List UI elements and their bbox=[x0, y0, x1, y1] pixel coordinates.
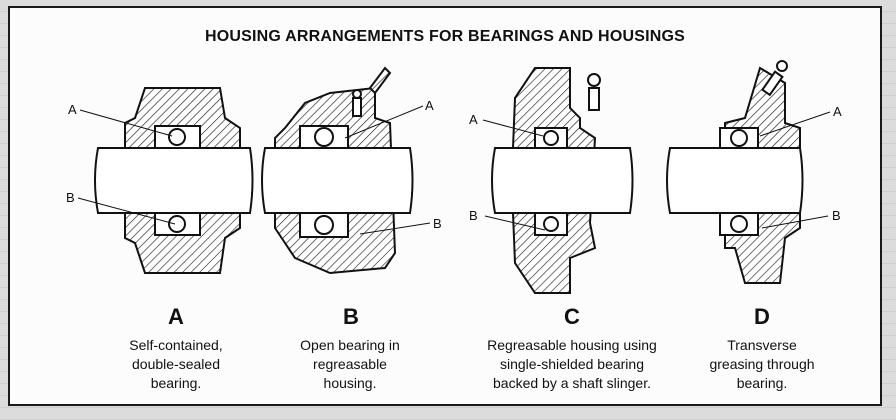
bearing-ball-top bbox=[314, 127, 334, 147]
callout-a-label: A bbox=[425, 98, 434, 113]
figure-b-caption: Open bearing in regreasable housing. bbox=[300, 337, 400, 391]
callout-b-label: B bbox=[66, 190, 75, 205]
figure-d-letter: D bbox=[754, 304, 770, 329]
bearing-ball-bottom bbox=[314, 215, 334, 235]
bearing-ball-bottom bbox=[543, 216, 559, 232]
figure-d-drawing: A B bbox=[650, 48, 870, 308]
figure-title: HOUSING ARRANGEMENTS FOR BEARINGS AND HO… bbox=[204, 28, 686, 45]
figure-b-letter: B bbox=[343, 304, 359, 329]
grease-fitting-shape bbox=[588, 87, 600, 111]
shaft-shape bbox=[261, 147, 414, 214]
callout-a-label: A bbox=[68, 102, 77, 117]
shaft-shape bbox=[666, 147, 804, 214]
bearing-ball-top bbox=[168, 128, 186, 146]
figure-c-letter: C bbox=[564, 304, 580, 329]
figure-c-caption: Regreasable housing using single-shielde… bbox=[487, 337, 657, 391]
bearing-ball-bottom bbox=[168, 215, 186, 233]
shaft-shape bbox=[94, 147, 254, 214]
figure-b-drawing: A B bbox=[235, 48, 455, 308]
figure-a-caption: Self-contained, double-sealed bearing. bbox=[129, 337, 223, 391]
bearing-ball-top bbox=[543, 130, 559, 146]
grease-fitting-shape bbox=[352, 97, 362, 117]
figure-a-drawing: A B bbox=[50, 48, 270, 308]
figure-d-caption: Transverse greasing through bearing. bbox=[709, 337, 815, 391]
callout-b-label: B bbox=[469, 208, 478, 223]
bearing-ball-top bbox=[730, 129, 748, 147]
figure-a-letter: A bbox=[168, 304, 184, 329]
grease-fitting-shape bbox=[761, 70, 784, 97]
figure-c-drawing: A B bbox=[455, 48, 675, 308]
callout-b-label: B bbox=[832, 208, 841, 223]
callout-b-label: B bbox=[433, 216, 442, 231]
callout-a-label: A bbox=[469, 112, 478, 127]
callout-a-label: A bbox=[833, 104, 842, 119]
shaft-shape bbox=[491, 147, 634, 214]
figure-panel: HOUSING ARRANGEMENTS FOR BEARINGS AND HO… bbox=[8, 6, 882, 406]
bearing-ball-bottom bbox=[730, 215, 748, 233]
